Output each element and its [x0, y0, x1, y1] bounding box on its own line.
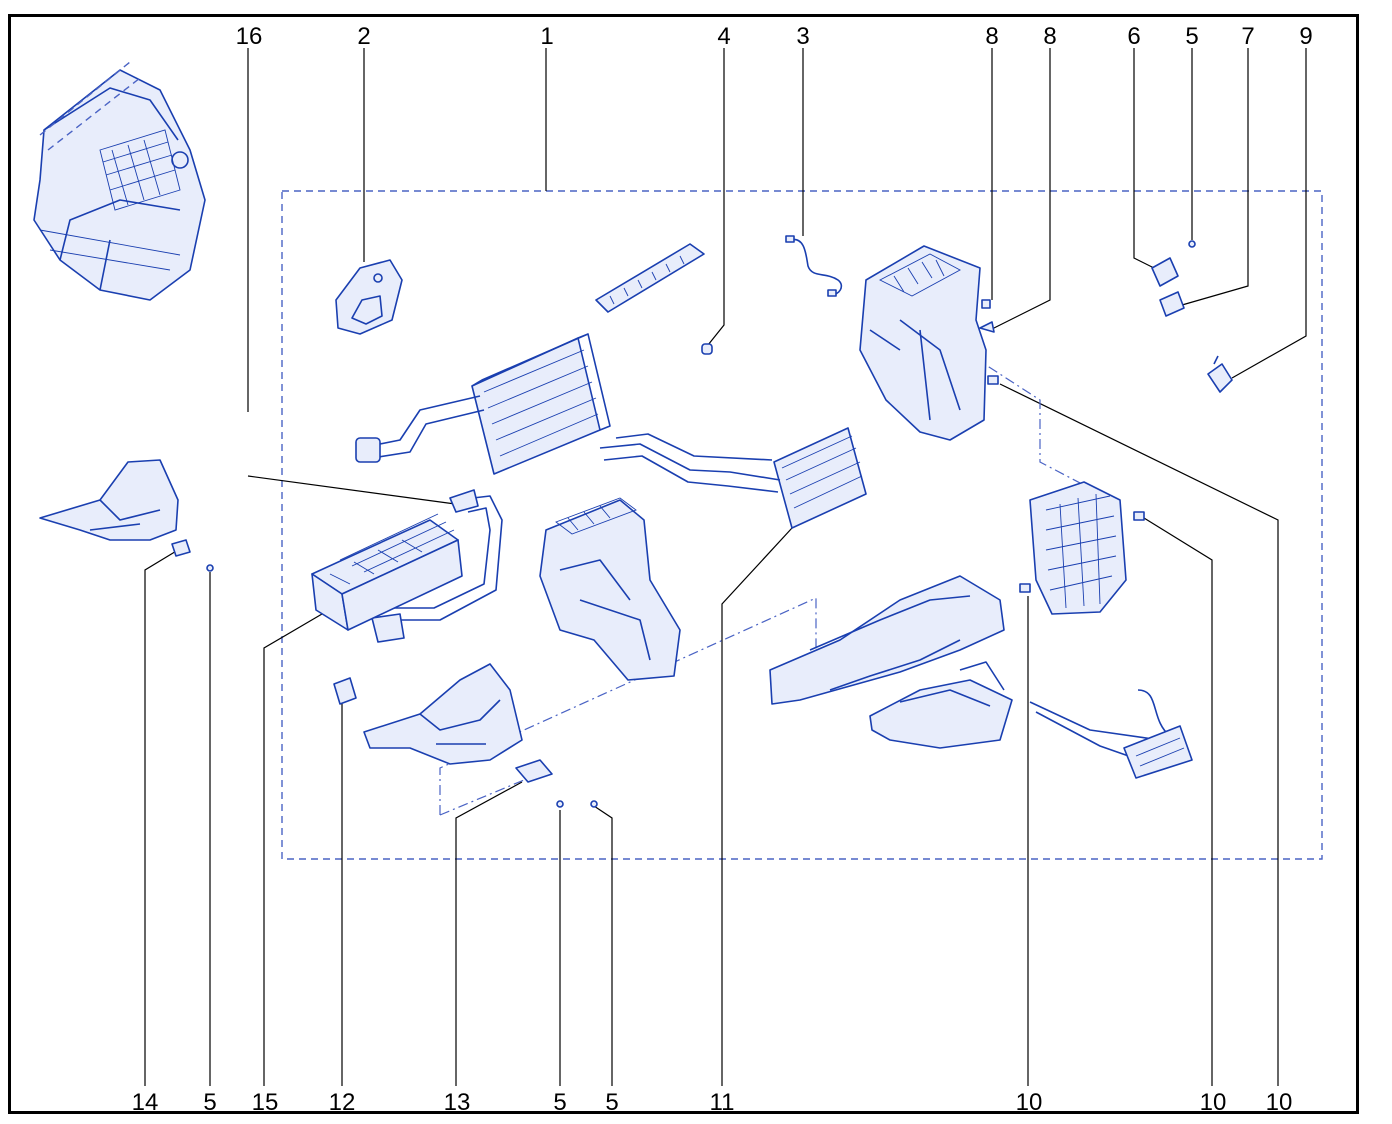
callout-10b: 10	[1200, 1089, 1227, 1116]
leader-4	[707, 48, 725, 346]
callout-8a: 8	[985, 23, 998, 50]
motor-resistor	[333, 677, 357, 705]
callout-1: 1	[540, 23, 553, 50]
leader-10c	[999, 383, 1279, 1086]
electric-heater	[311, 513, 463, 631]
leader-lines	[144, 48, 1307, 1086]
leader-9	[1231, 48, 1307, 379]
callout-5b: 5	[203, 1089, 216, 1116]
callout-5c: 5	[553, 1089, 566, 1116]
callout-5a: 5	[1185, 23, 1198, 50]
pipe	[371, 489, 503, 643]
callout-8b: 8	[1043, 23, 1056, 50]
control-cable-assembly	[1029, 689, 1193, 779]
leader-7	[1181, 48, 1249, 306]
alignment-guide-1	[439, 597, 817, 816]
callout-10c: 10	[1266, 1089, 1293, 1116]
callouts-top: 16 2 1 4 3 8 8 6 5 7 9	[236, 23, 1313, 50]
screw-5b	[206, 564, 214, 572]
leader-10b	[1143, 517, 1213, 1086]
callout-6: 6	[1127, 23, 1140, 50]
flap-housing	[539, 497, 681, 681]
seal-gasket	[335, 259, 403, 335]
callout-11: 11	[710, 1089, 735, 1116]
side-housing	[39, 459, 214, 572]
alignment-guide-2	[971, 355, 1083, 485]
callout-5d: 5	[605, 1089, 618, 1116]
callout-14: 14	[132, 1089, 159, 1116]
wiring-harness	[785, 235, 843, 297]
callout-3: 3	[796, 23, 809, 50]
clip-8b	[979, 321, 995, 333]
callout-15: 15	[252, 1089, 279, 1116]
diagram-frame	[8, 14, 1359, 1114]
lower-housing	[363, 663, 598, 808]
callout-9: 9	[1299, 23, 1312, 50]
callout-10a: 10	[1016, 1089, 1043, 1116]
callout-4: 4	[717, 23, 730, 50]
leader-11	[721, 527, 793, 1086]
leader-16	[247, 48, 471, 507]
leader-13	[455, 781, 523, 1086]
callout-16: 16	[236, 23, 263, 50]
leader-15	[263, 613, 323, 1086]
screw-5c	[556, 800, 564, 808]
clip-8a	[981, 299, 991, 309]
leader-14	[144, 549, 179, 1086]
hvac-housing	[859, 245, 999, 441]
evaporator-core	[355, 333, 611, 475]
bracket-13	[515, 759, 553, 783]
leader-8b	[989, 48, 1051, 331]
air-distribution-housing	[1019, 481, 1145, 615]
clip-10b	[1133, 511, 1145, 521]
callout-13: 13	[444, 1089, 471, 1116]
heater-core	[599, 427, 867, 529]
callout-12: 12	[329, 1089, 356, 1116]
leader-5d	[593, 805, 613, 1086]
leader-6	[1133, 48, 1159, 271]
air-duct	[769, 575, 1013, 749]
clip-10a	[1019, 583, 1031, 593]
temperature-sensor	[1207, 355, 1233, 393]
screw-5d	[590, 800, 598, 808]
callouts-bottom: 14 5 15 12 13 5 5 11 10 10 10	[132, 1089, 1293, 1116]
blend-door-actuator	[1151, 240, 1196, 317]
clip-10c	[987, 375, 999, 385]
callout-2: 2	[357, 23, 370, 50]
air-vent-grille	[595, 243, 705, 313]
hvac-assembly-overview	[33, 61, 206, 301]
callout-7: 7	[1241, 23, 1254, 50]
assembly-outline	[281, 190, 1323, 860]
grommet	[701, 343, 713, 355]
bracket-14	[171, 539, 191, 557]
